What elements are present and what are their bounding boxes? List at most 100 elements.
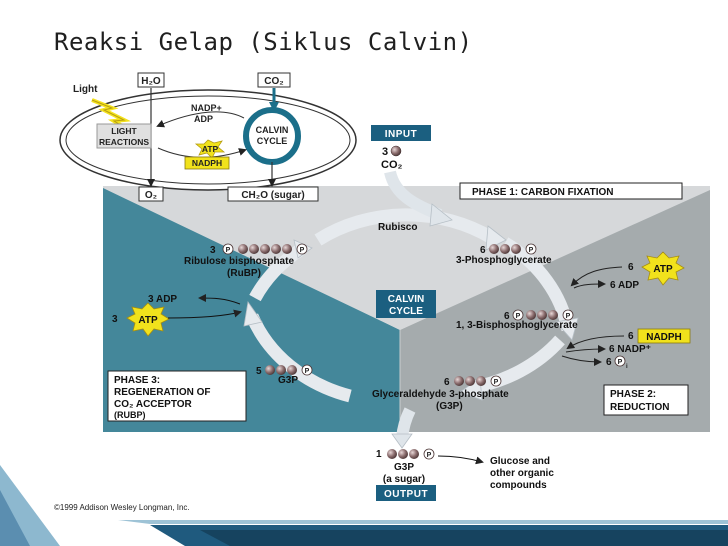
atp-input-count: 6 bbox=[628, 262, 634, 273]
atp-burst-phase3 bbox=[126, 302, 170, 337]
nadph-box bbox=[637, 328, 691, 344]
atp-burst-phase3-label: ATP bbox=[138, 315, 158, 326]
copyright: ©1999 Addison Wesley Longman, Inc. bbox=[54, 503, 190, 512]
atp-burst-phase2-label: ATP bbox=[653, 264, 673, 275]
phase1-wedge bbox=[103, 186, 400, 330]
rubp-count: 3 bbox=[210, 245, 216, 256]
svg-text:P: P bbox=[226, 247, 231, 254]
input-label: INPUT bbox=[385, 129, 418, 140]
pi-output-arrow bbox=[561, 355, 602, 366]
input-box bbox=[371, 125, 431, 141]
adp-output-label: 6 ADP bbox=[610, 280, 639, 291]
g3p6-abbr: (G3P) bbox=[436, 401, 463, 412]
pi-output-sub: i bbox=[626, 364, 628, 370]
phase3-line3: CO₂ ACCEPTOR bbox=[114, 399, 193, 410]
pga-name: 3-Phosphoglycerate bbox=[456, 255, 552, 266]
adp-label: ADP bbox=[194, 114, 213, 124]
phase2-line2: REDUCTION bbox=[610, 402, 669, 413]
light-reactions-box bbox=[96, 123, 152, 149]
output-label: OUTPUT bbox=[384, 489, 428, 500]
nadph-mini-box bbox=[184, 156, 230, 170]
calvin-center-box bbox=[376, 290, 436, 318]
light-reactions-line2: REACTIONS bbox=[99, 137, 149, 147]
bottom-decoration bbox=[0, 465, 728, 546]
lightning-icon bbox=[91, 98, 134, 134]
nadph-label: NADPH bbox=[646, 332, 682, 343]
atp-mini-label: ATP bbox=[202, 144, 219, 154]
atp-input-arrow bbox=[570, 266, 623, 287]
g3p5-count: 5 bbox=[256, 366, 262, 377]
phase3-line2: REGENERATION OF bbox=[114, 387, 210, 398]
co2-top-label: CO₂ bbox=[264, 76, 283, 87]
output-arrowhead bbox=[391, 433, 413, 449]
nadp-output-arrow bbox=[565, 345, 606, 354]
h2o-box bbox=[137, 72, 165, 88]
atp-regen-count: 3 bbox=[112, 314, 118, 325]
phase1-label: PHASE 1: CARBON FIXATION bbox=[472, 187, 614, 198]
atp-burst-phase2 bbox=[641, 251, 685, 286]
o2-label: O₂ bbox=[145, 190, 157, 201]
h2o-label: H₂O bbox=[141, 76, 161, 87]
nadp-label: NADP+ bbox=[191, 103, 222, 113]
g3p6-count: 6 bbox=[444, 377, 450, 388]
calvin-center-line2: CYCLE bbox=[389, 306, 423, 317]
page-title: Reaksi Gelap (Siklus Calvin) bbox=[54, 28, 473, 56]
output-box bbox=[376, 485, 436, 501]
light-label: Light bbox=[73, 84, 98, 95]
g3p5-name: G3P bbox=[278, 375, 298, 386]
nadph-count: 6 bbox=[628, 331, 634, 342]
bpg-count: 6 bbox=[504, 311, 510, 322]
phase2-label-box bbox=[603, 384, 689, 416]
rubp-name: Ribulose bisphosphate bbox=[184, 256, 294, 267]
phase3-line4: (RUBP) bbox=[114, 410, 146, 420]
pi-output-count: 6 bbox=[606, 357, 612, 368]
pga-molecule: P bbox=[489, 243, 537, 255]
light-reactions-line1: LIGHT bbox=[111, 126, 137, 136]
svg-text:P: P bbox=[300, 247, 305, 254]
svg-text:P: P bbox=[305, 368, 310, 375]
calvin-mini-line2: CYCLE bbox=[257, 136, 288, 146]
products-line1: Glucose and bbox=[490, 456, 550, 467]
calvin-mini-line1: CALVIN bbox=[256, 125, 289, 135]
input-molecule: CO₂ bbox=[381, 159, 403, 171]
o2-box bbox=[138, 186, 164, 202]
products-line2: other organic bbox=[490, 468, 554, 479]
nadph-mini-label: NADPH bbox=[192, 158, 222, 168]
output-name: G3P bbox=[394, 462, 414, 473]
bpg-molecule: P P bbox=[512, 309, 574, 321]
g3p6-molecule: P bbox=[454, 375, 502, 387]
svg-text:P: P bbox=[529, 247, 534, 254]
co2-molecule bbox=[390, 145, 402, 157]
output-sub: (a sugar) bbox=[383, 474, 425, 485]
chloroplast-inner-outline bbox=[65, 95, 351, 185]
output-g3p-molecule: P bbox=[387, 448, 435, 460]
phase1-wedge-right bbox=[400, 186, 710, 330]
nadp-output-label: 6 NADP⁺ bbox=[609, 344, 651, 355]
g3p5-molecule: P bbox=[265, 364, 313, 376]
adp-output-arrow bbox=[573, 280, 606, 289]
products-line3: compounds bbox=[490, 480, 547, 491]
phase1-label-box bbox=[459, 182, 683, 200]
rubp-molecule: P P bbox=[222, 243, 308, 255]
phase3-line1: PHASE 3: bbox=[114, 375, 160, 386]
adp-regen-label: 3 ADP bbox=[148, 294, 177, 305]
svg-text:P: P bbox=[427, 452, 432, 459]
rubp-abbr: (RuBP) bbox=[227, 268, 261, 279]
nadp-return-arrow bbox=[156, 111, 245, 128]
atp-regen-arrow bbox=[167, 309, 242, 319]
svg-text:P: P bbox=[566, 313, 571, 320]
svg-text:P: P bbox=[494, 379, 499, 386]
nadph-input-arrow bbox=[566, 335, 625, 350]
input-count: 3 bbox=[382, 146, 388, 158]
calvin-center-line1: CALVIN bbox=[388, 294, 424, 305]
bpg-name: 1, 3-Bisphosphoglycerate bbox=[456, 320, 578, 331]
sugar-label: CH₂O (sugar) bbox=[241, 190, 304, 201]
phase2-line1: PHASE 2: bbox=[610, 389, 656, 400]
pga-count: 6 bbox=[480, 245, 486, 256]
products-arrow bbox=[437, 455, 484, 465]
pi-output-p: P bbox=[618, 359, 623, 366]
g3p6-name: Glyceraldehyde 3-phosphate bbox=[372, 389, 509, 400]
svg-text:P: P bbox=[516, 313, 521, 320]
output-count: 1 bbox=[376, 449, 382, 460]
